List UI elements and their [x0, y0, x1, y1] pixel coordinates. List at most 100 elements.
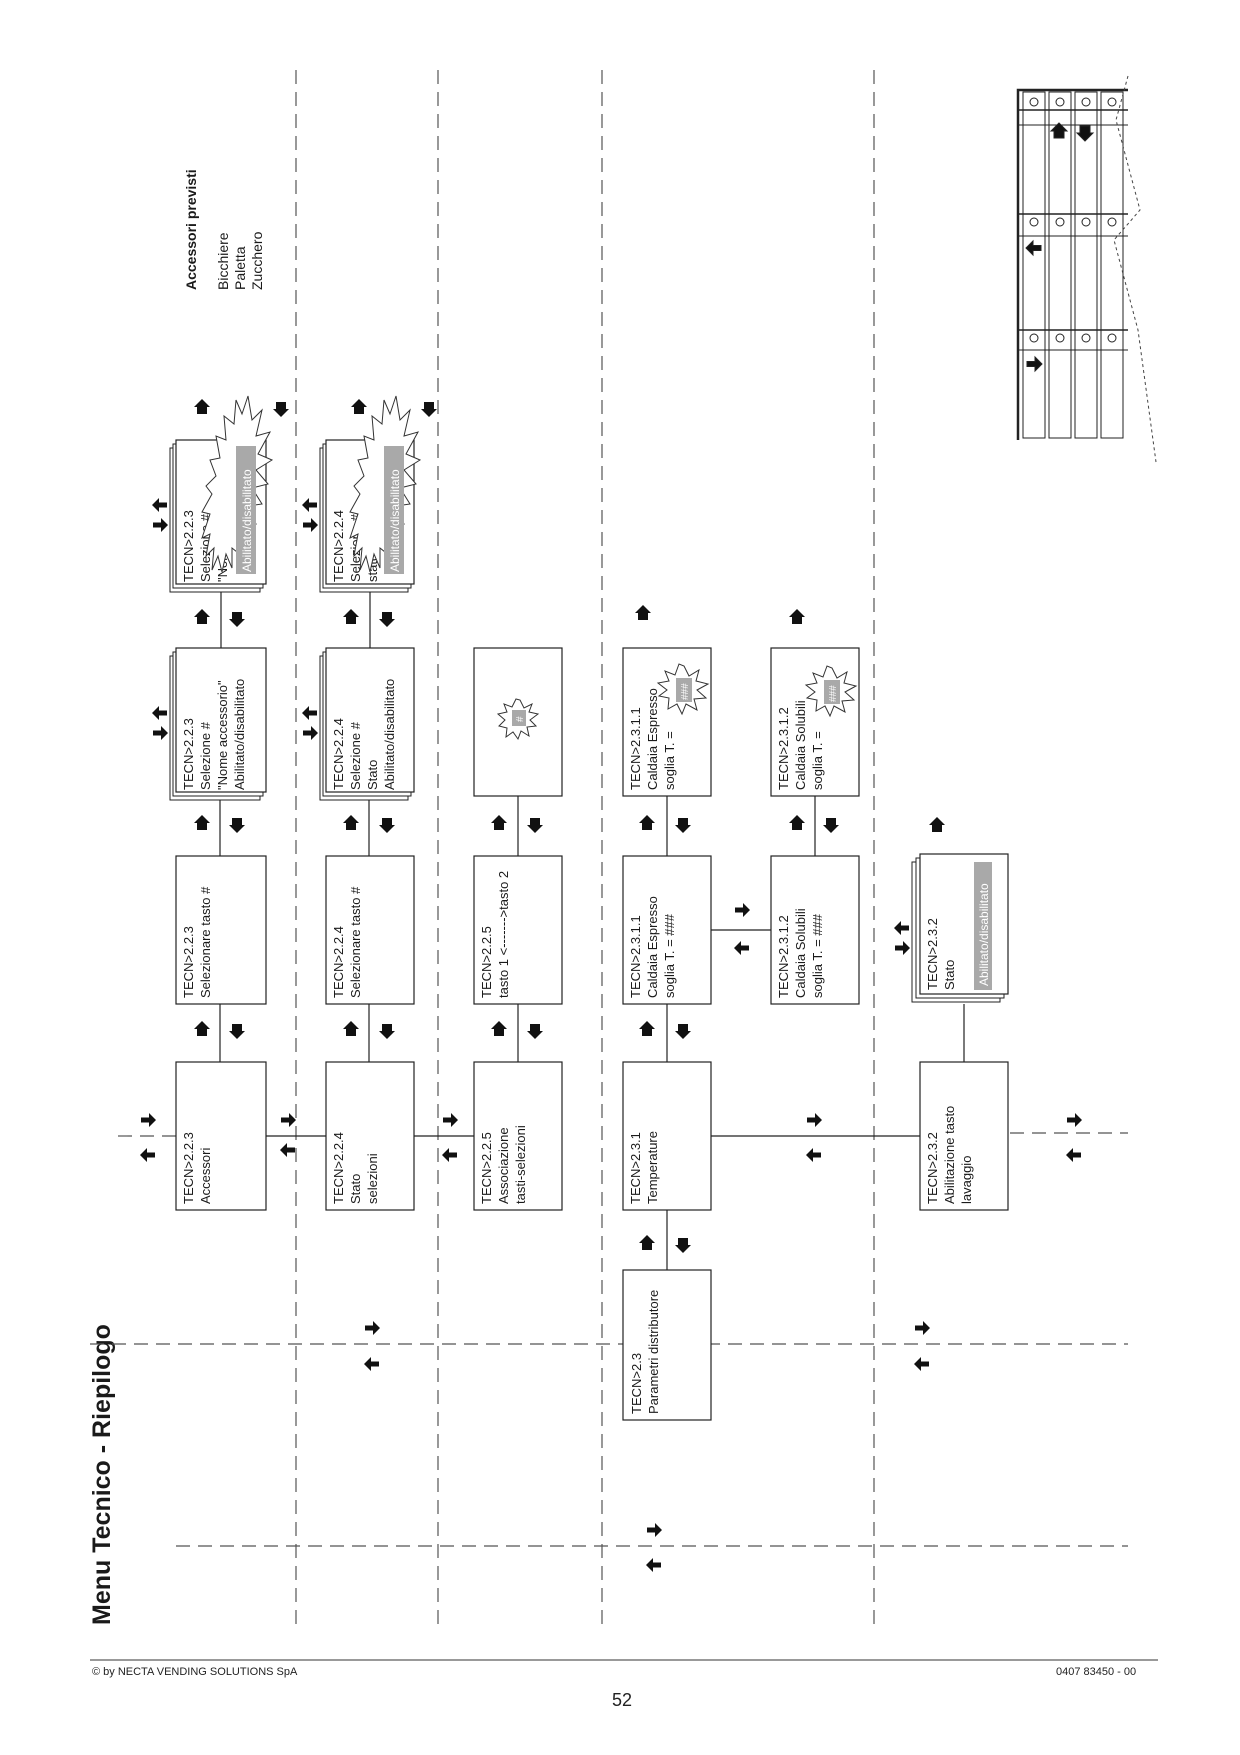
arrow-left-icon	[280, 1143, 295, 1157]
arrow-up-icon	[194, 399, 210, 414]
box-selezionare-tasto-223: TECN>2.2.3 Selezionare tasto #	[175, 855, 267, 1005]
arrow-up-icon	[789, 609, 805, 624]
box-line: TECN>2.2.5	[479, 1132, 494, 1204]
box-line: Abilitazione tasto	[942, 1106, 957, 1204]
box-line: soglia T. =	[810, 731, 825, 790]
box-accessorio-blink: TECN>2.2.3 Selezione # "Nome accessorio"…	[169, 395, 274, 593]
page-title: Menu Tecnico - Riepilogo	[88, 1324, 116, 1625]
svg-text:TECN>2.2.3 Accessori: TECN>2.2.3 Accessori	[181, 1128, 213, 1204]
arrow-up-icon	[639, 1235, 655, 1250]
box-line: TECN>2.2.4	[331, 718, 346, 790]
svg-text:TECN>2.2.5 Associazione: TECN>2.2.5 Associazione tasti-selezioni	[479, 1124, 528, 1204]
box-stato-blink: TECN>2.2.4 Selezione # stato Abilitato/d…	[319, 395, 422, 593]
arrow-left-icon	[914, 1357, 929, 1371]
arrow-up-icon	[194, 609, 210, 624]
accessori-item: Paletta	[232, 246, 248, 290]
box-line: tasti-selezioni	[513, 1125, 528, 1204]
arrow-up-icon	[343, 1021, 359, 1036]
arrow-right-icon	[303, 726, 318, 740]
box-line: Parametri distributore	[646, 1290, 661, 1414]
arrow-left-icon	[302, 498, 317, 512]
box-caldaia-espresso: TECN>2.3.1.1 Caldaia Espresso soglia T. …	[622, 855, 712, 1005]
box-tecn-2-2-3-accessori: TECN>2.2.3 Accessori	[175, 1061, 267, 1211]
box-tecn-2-3-1-temperature: TECN>2.3.1 Temperature	[622, 1061, 712, 1211]
box-line: TECN>2.3.2	[925, 1132, 940, 1204]
box-soglia-solubili: TECN>2.3.1.2 Caldaia Solubili soglia T. …	[770, 647, 860, 797]
keypad-illustration	[1016, 75, 1157, 463]
arrow-left-icon	[302, 706, 317, 720]
abilitato-highlight: Abilitato/disabilitato	[388, 469, 402, 572]
footer-doc-code: 0407 83450 - 00	[1056, 1666, 1137, 1678]
box-soglia-espresso: TECN>2.3.1.1 Caldaia Espresso soglia T. …	[622, 647, 712, 797]
arrow-left-icon	[806, 1148, 821, 1162]
svg-text:TECN>2.3.1.2 Caldaia Sol: TECN>2.3.1.2 Caldaia Solubili soglia T. …	[776, 697, 825, 790]
box-associazione-blink: #	[473, 647, 563, 797]
box-line: TECN>2.3.1.1	[628, 915, 643, 998]
box-line: soglia T. = ###	[662, 913, 677, 998]
arrow-left-icon	[1066, 1148, 1081, 1162]
arrow-left-icon	[646, 1558, 661, 1572]
arrow-left-icon	[442, 1148, 457, 1162]
arrow-up-icon	[639, 815, 655, 830]
arrow-right-icon	[735, 903, 750, 917]
arrow-down-icon	[379, 818, 395, 833]
svg-text:TECN>2.2.3 Selezione #: TECN>2.2.3 Selezione # "Nome accessorio"…	[181, 677, 247, 790]
arrow-left-icon	[894, 921, 909, 935]
box-line: Associazione	[496, 1127, 511, 1204]
box-line: Abilitato/disabilitato	[382, 679, 397, 790]
box-line: Caldaia Solubili	[793, 700, 808, 790]
box-line: Accessori	[198, 1148, 213, 1204]
box-line: tasto 1 <------->tasto 2	[496, 871, 511, 998]
box-line: TECN>2.3.1	[628, 1132, 643, 1204]
box-stato-selezione: TECN>2.2.4 Selezione # Stato Abilitato/d…	[319, 647, 415, 801]
svg-text:TECN>2.3.2 Abilitazione: TECN>2.3.2 Abilitazione tasto lavaggio	[925, 1102, 974, 1204]
arrow-up-icon	[929, 817, 945, 832]
box-line: lavaggio	[959, 1156, 974, 1204]
box-line: Selezione #	[198, 721, 213, 790]
box-accessorio-selezione: TECN>2.2.3 Selezione # "Nome accessorio"…	[169, 647, 267, 801]
svg-text:TECN>2.2.5 tasto 1 <----: TECN>2.2.5 tasto 1 <------->tasto 2	[479, 871, 511, 998]
arrow-up-icon	[491, 815, 507, 830]
arrow-right-icon	[807, 1113, 822, 1127]
box-selezionare-tasto-224: TECN>2.2.4 Selezionare tasto #	[325, 855, 415, 1005]
accessori-heading: Accessori previsti	[183, 169, 199, 290]
arrow-down-icon	[527, 818, 543, 833]
box-line: TECN>2.2.3	[181, 1132, 196, 1204]
box-line: TECN>2.2.3	[181, 718, 196, 790]
box-line: TECN>2.3.1.1	[628, 707, 643, 790]
svg-text:TECN>2.3 Parametri distr: TECN>2.3 Parametri distributore	[629, 1290, 661, 1414]
box-line: TECN>2.2.5	[479, 926, 494, 998]
box-tecn-2-2-4-stato: TECN>2.2.4 Stato selezioni	[325, 1061, 415, 1211]
arrow-down-icon	[527, 1024, 543, 1039]
abilitato-highlight: Abilitato/disabilitato	[240, 469, 254, 572]
svg-text:TECN>2.3.1.1 Caldaia Esp: TECN>2.3.1.1 Caldaia Espresso soglia T. …	[628, 892, 677, 998]
svg-text:TECN>2.2.4 Stato s: TECN>2.2.4 Stato selezioni	[331, 1128, 380, 1204]
box-line: "Nome accessorio"	[215, 680, 230, 790]
accessori-item: Bicchiere	[215, 232, 231, 290]
arrow-right-icon	[153, 726, 168, 740]
arrow-up-icon	[343, 815, 359, 830]
arrow-left-icon	[152, 498, 167, 512]
box-line: Stato	[365, 760, 380, 790]
box-line: TECN>2.3	[629, 1353, 644, 1414]
abilitato-highlight: Abilitato/disabilitato	[977, 883, 991, 986]
svg-text:TECN>2.3.1 Temper: TECN>2.3.1 Temperature	[628, 1128, 660, 1204]
arrow-up-icon	[194, 1021, 210, 1036]
arrow-right-icon	[281, 1113, 296, 1127]
box-tasto-associazione-225: TECN>2.2.5 tasto 1 <------->tasto 2	[473, 855, 563, 1005]
box-line: Caldaia Solubili	[793, 908, 808, 998]
box-line: Stato	[348, 1174, 363, 1204]
box-stato-lavaggio: TECN>2.3.2 Stato Abilitato/disabilitato	[911, 853, 1009, 1003]
hash3-highlight: ###	[680, 683, 691, 700]
svg-text:TECN>2.3.1.1 Caldaia Esp: TECN>2.3.1.1 Caldaia Espresso soglia T. …	[628, 684, 677, 790]
arrow-right-icon	[915, 1321, 930, 1335]
arrow-left-icon	[734, 941, 749, 955]
arrow-down-icon	[675, 1024, 691, 1039]
arrow-up-icon	[491, 1021, 507, 1036]
arrow-right-icon	[647, 1523, 662, 1537]
box-line: TECN>2.2.4	[331, 1132, 346, 1204]
box-line: Selezionare tasto #	[348, 886, 363, 998]
hash-highlight: #	[515, 716, 526, 722]
arrow-down-icon	[229, 818, 245, 833]
